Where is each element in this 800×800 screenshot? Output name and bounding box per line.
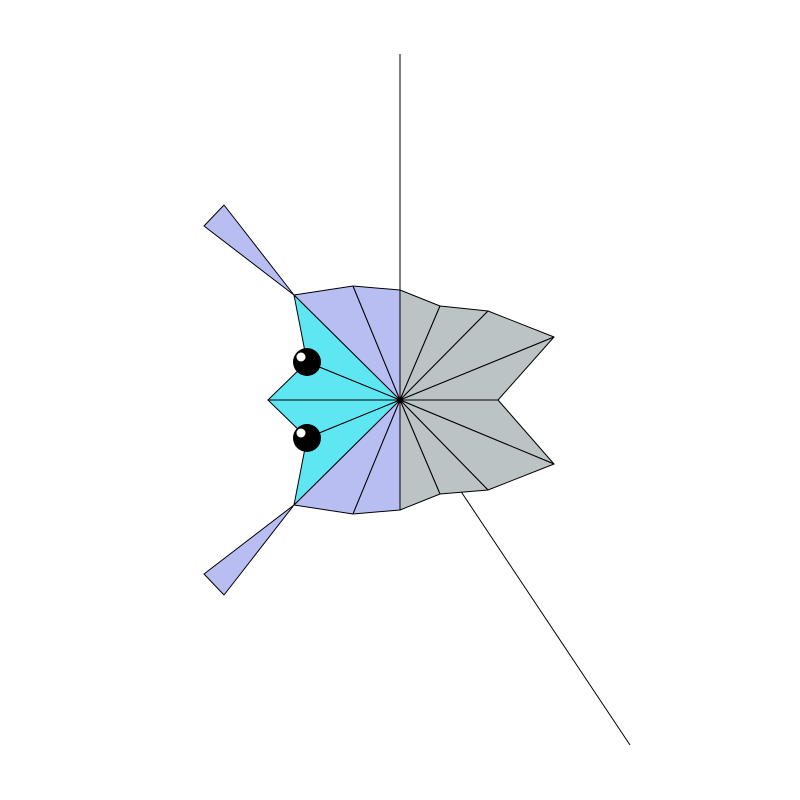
lower-eye — [293, 424, 321, 452]
eye-highlight — [296, 428, 306, 438]
lower-antenna — [203, 504, 295, 596]
face-segment — [293, 399, 401, 506]
left-body — [267, 285, 401, 515]
eye-pupil — [293, 424, 321, 452]
tail-segment — [399, 399, 441, 511]
upper-antenna — [203, 204, 295, 296]
eye-pupil — [293, 348, 321, 376]
right-body — [399, 289, 555, 511]
eye-highlight — [296, 352, 306, 362]
upper-eye — [293, 348, 321, 376]
